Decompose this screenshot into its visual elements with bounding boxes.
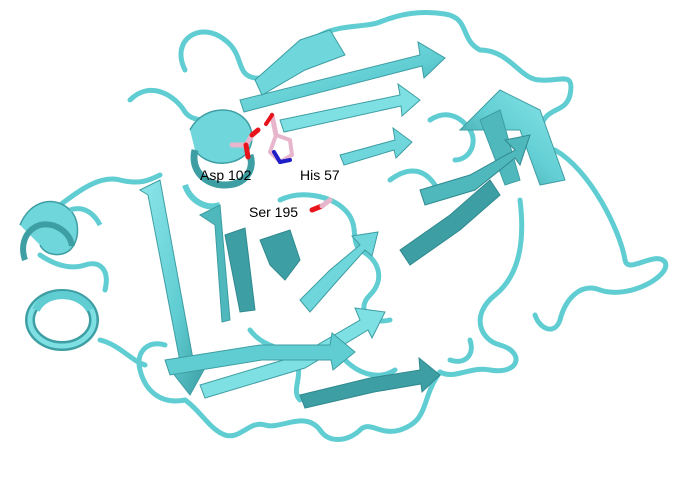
strand-bottom-2 xyxy=(164,332,356,376)
strand-right-1 xyxy=(458,89,566,186)
strand-top-4 xyxy=(339,126,413,166)
strand-left-3 xyxy=(224,227,256,313)
loop-top-right xyxy=(477,47,574,133)
strand-left-1 xyxy=(138,179,206,396)
strand-center-1 xyxy=(259,229,301,281)
loop-center-right xyxy=(387,168,438,188)
loop-right-bottom xyxy=(447,337,474,364)
label-ser195: Ser 195 xyxy=(249,204,298,220)
helix-left xyxy=(19,200,103,261)
loop-left xyxy=(97,337,148,368)
helix-top-center xyxy=(182,109,255,210)
loop-bottom-mid xyxy=(342,357,398,378)
strand-bottom-1 xyxy=(199,307,386,399)
residue-his57 xyxy=(264,112,294,164)
loop-right-upper xyxy=(427,112,476,163)
loop-right-mid xyxy=(477,197,525,348)
strand-right-4 xyxy=(399,179,501,266)
label-his57: His 57 xyxy=(300,167,340,183)
loop-bottom-center xyxy=(182,397,323,439)
beta-strands xyxy=(138,29,566,409)
residue-ser195 xyxy=(309,197,333,213)
loop-left-lower xyxy=(37,252,109,293)
strand-bottom-3 xyxy=(299,356,441,409)
strand-left-2 xyxy=(199,204,231,323)
loop-bottom-right xyxy=(317,369,443,442)
loop-right-lower xyxy=(437,342,519,377)
label-asp102: Asp 102 xyxy=(200,167,252,183)
strand-top-1 xyxy=(239,41,446,113)
strand-top-2 xyxy=(254,29,346,96)
strand-right-3 xyxy=(419,134,531,206)
loop-bottom-left xyxy=(136,341,188,404)
loop-left-upper2 xyxy=(57,172,163,208)
residue-asp102 xyxy=(229,127,261,160)
strand-center-2 xyxy=(299,231,379,313)
loop-right-long xyxy=(532,147,669,332)
loop-top xyxy=(297,9,483,58)
helix-left-lower xyxy=(25,289,99,351)
strand-top-3 xyxy=(279,82,421,133)
